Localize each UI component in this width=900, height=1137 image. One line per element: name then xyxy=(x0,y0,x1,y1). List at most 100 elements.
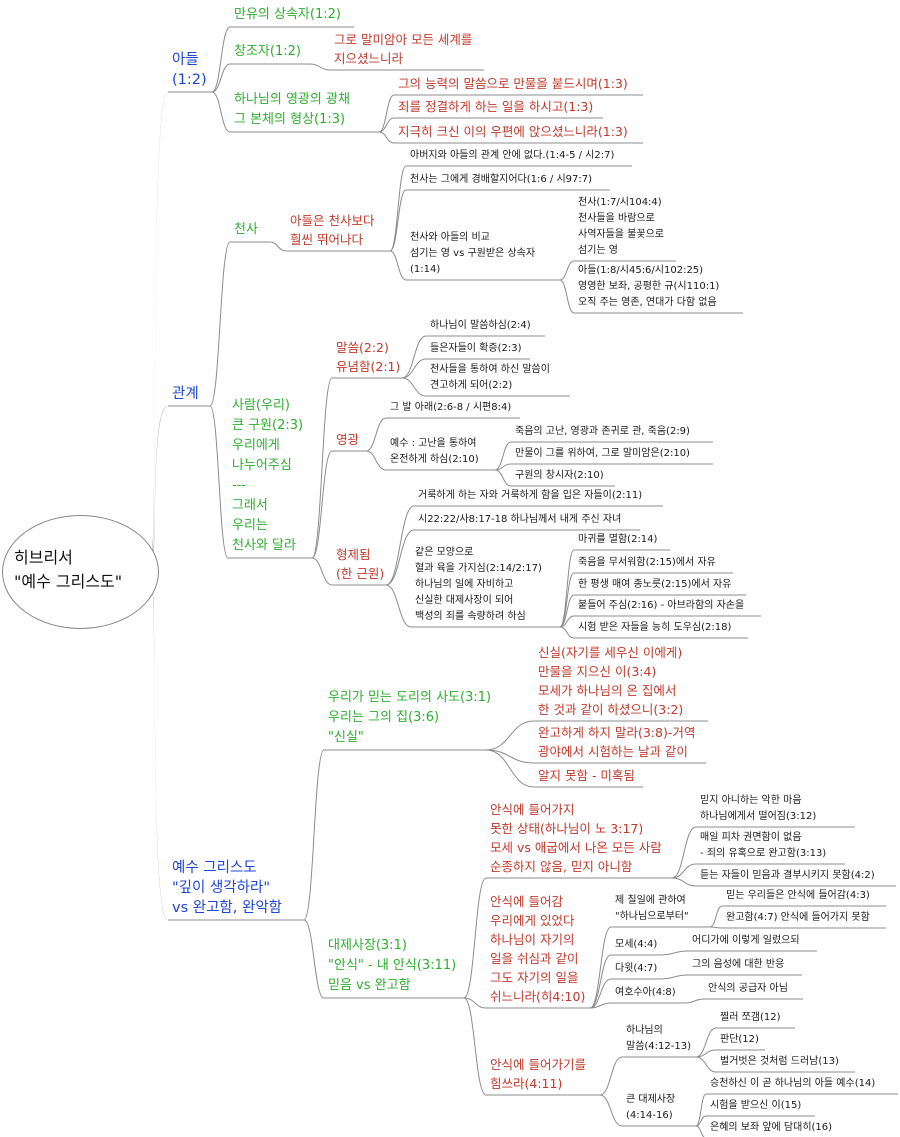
node-angel-2: 천사는 그에게 경배할지어다(1:6 / 시97:7) xyxy=(410,174,593,185)
node-angel-cmp: 천사와 아들의 비교 섬기는 영 vs 구원받은 상속자 (1:14) xyxy=(410,232,536,275)
branch-angel-2 xyxy=(389,189,407,252)
branch-rest-b4a xyxy=(684,998,705,1004)
branch-rest-a xyxy=(463,877,487,999)
node-rest-c1c: 벌거벗은 것처럼 드러남(13) xyxy=(720,1056,839,1067)
node-word-3: 천사들을 통하여 하신 말씀이 견고하게 되어(2:2) xyxy=(430,364,550,391)
node-angel-sup: 아들은 천사보다 훨씬 뛰어나다 xyxy=(290,213,375,247)
branch-word-3 xyxy=(401,377,427,397)
branch-rest-c2c xyxy=(695,1125,705,1137)
branch-bro-3 xyxy=(385,584,412,628)
branch-glory-2 xyxy=(365,450,387,471)
node-rest-a: 안식에 들어가지 못한 상태(하나님이 노 3:17) 모세 vs 애굽에서 나… xyxy=(490,802,662,874)
branch-faith-3 xyxy=(485,749,535,788)
node-rest-c: 안식에 들어가기를 힘쓰라(4:11) xyxy=(490,1057,586,1091)
branch-angel-cmp xyxy=(389,250,407,281)
root-title: 히브리서 "예수 그리스도" xyxy=(14,548,123,591)
branch-son-glory-1 xyxy=(378,94,395,133)
branch-rest-b3a xyxy=(659,974,689,980)
branch-rest-b2 xyxy=(589,954,612,1009)
branch-angel xyxy=(209,241,231,407)
node-glory-2c: 구원의 창시자(2:10) xyxy=(515,470,604,481)
branch-glory-1 xyxy=(365,417,387,452)
branch-bro-2 xyxy=(385,529,415,586)
node-faith-1: 신실(자기를 세우신 이에게) 만물을 지으신 이(3:4) 모세가 하나님의 … xyxy=(538,645,684,717)
branch-priest xyxy=(303,919,325,999)
node-priest: 대제사장(3:1) "안식" - 내 안식(3:11) 믿음 vs 완고함 xyxy=(328,938,457,993)
branch-rest-c2b xyxy=(695,1115,707,1127)
branch-bro-3d xyxy=(559,615,575,628)
branch-angel-sup xyxy=(269,241,287,252)
node-bro: 형제됨 (한 근원) xyxy=(336,547,385,581)
branch-word-2 xyxy=(401,358,427,379)
branch-glory-2c xyxy=(494,469,512,487)
node-rest-b3: 다윗(4:7) xyxy=(615,963,658,974)
branch-bro-3e xyxy=(559,626,575,639)
node-rest-c2: 큰 대제사장 (4:14-16) xyxy=(626,1094,676,1121)
node-rest-b2a: 어디가에 이렇게 일렀으되 xyxy=(692,935,800,946)
branch-rest-c1a xyxy=(695,1027,717,1058)
node-angel-cmp-a: 천사(1:7/시104:4) 천사들을 바람으로 사역자들을 불꽃으로 섬기는 … xyxy=(578,197,664,256)
node-rest-b4: 여호수아(4:8) xyxy=(615,987,676,998)
node-rest-b1a: 믿는 우리들은 안식에 들어감(4:3) xyxy=(726,890,870,901)
node-apostle: 우리가 믿는 도리의 사도(3:1) 우리는 그의 집(3:6) "신실" xyxy=(328,690,492,745)
node-rest-c1b: 판단(12) xyxy=(720,1034,759,1045)
branch-rest-b2a xyxy=(659,950,689,956)
node-rel: 관계 xyxy=(172,386,199,402)
node-bro-3: 같은 모양으로 혈과 육을 가지심(2:14/2:17) 하나님의 일에 자비하… xyxy=(415,547,542,622)
branch-rest-b4 xyxy=(589,1002,612,1009)
branch-rest-b3 xyxy=(589,978,612,1009)
node-word: 말씀(2:2) 유념함(2:1) xyxy=(336,340,401,374)
root-ellipse xyxy=(2,515,159,629)
branch-son-glory-2 xyxy=(378,117,395,133)
branch-rest-a1 xyxy=(671,826,697,879)
node-son-glory-3: 지극히 크신 이의 우편에 앉으셨느니라(1:3) xyxy=(398,124,628,139)
branch-rest-c1c xyxy=(695,1056,717,1073)
branch-bro-1 xyxy=(385,505,415,586)
node-bro-2: 시22:22/사8:17-18 하나님께서 내게 주신 자녀 xyxy=(418,514,622,525)
branch-son-glory-3 xyxy=(378,131,395,144)
branch-son-heir xyxy=(211,26,231,93)
branch-rest-c1 xyxy=(599,1056,623,1096)
node-faith-3: 알지 못함 - 미혹됨 xyxy=(538,768,635,783)
node-glory-2b: 만물이 그를 위하여, 그로 말미암은(2:10) xyxy=(515,448,690,459)
node-bro-1: 거룩하게 하는 자와 거룩하게 함을 입은 자들이(2:11) xyxy=(418,490,643,501)
node-bro-3d: 붙들어 주심(2:16) - 아브라함의 자손을 xyxy=(578,600,745,611)
node-bro-3b: 죽음을 무서워함(2:15)에서 자유 xyxy=(578,557,716,568)
branch-son-glory xyxy=(211,91,231,133)
node-rest-c2c: 은혜의 보좌 앞에 담대히(16) xyxy=(710,1122,833,1133)
node-rest-c2a: 승천하신 이 곧 하나님의 아들 예수(14) xyxy=(710,1078,876,1089)
node-son: 아들 (1:2) xyxy=(172,52,207,88)
node-bro-3c: 한 평생 매여 종노릇(2:15)에서 자유 xyxy=(578,579,732,590)
node-glory-2a: 죽음의 고난, 영광과 존귀로 관, 죽음(2:9) xyxy=(515,426,690,437)
branch-bro-3c xyxy=(559,594,575,628)
branch-word-1 xyxy=(401,335,427,379)
node-glory-2: 예수 : 고난을 통하여 온전하게 하심(2:10) xyxy=(390,438,479,465)
branch-son-creator xyxy=(211,63,231,93)
branch-angel-cmp-a xyxy=(559,260,575,281)
node-son-glory-2: 죄를 정결하게 하는 일을 하시고(1:3) xyxy=(398,99,594,114)
branch-rest-c xyxy=(463,997,487,1096)
node-jesus: 예수 그리스도 "깊이 생각하라" vs 완고함, 완악함 xyxy=(172,860,283,916)
node-angel-cmp-b: 아들(1:8/시45:6/시102:25) 영영한 보좌, 공평한 규(시110… xyxy=(578,265,720,308)
node-rest-a1: 믿지 아니하는 악한 마음 하나님에게서 떨어짐(3:12) xyxy=(700,795,817,822)
node-angel-1: 아버지와 아들의 관계 안에 없다.(1:4-5 / 시2:7) xyxy=(410,150,615,161)
node-man: 사람(우리) 큰 구원(2:3) 우리에게 나누어주심 --- 그래서 우리는 … xyxy=(232,398,304,553)
node-rest-a2: 매일 피차 권면함이 없음 - 죄의 유혹으로 완고함(3:13) xyxy=(700,832,827,859)
branch-glory xyxy=(311,450,333,559)
branch-glory-2a xyxy=(494,441,512,471)
branch-rest-b1a xyxy=(709,905,723,928)
node-rest-c1a: 찔러 쪼갬(12) xyxy=(720,1012,781,1023)
node-bro-3e: 시험 받은 자들을 능히 도우심(2:18) xyxy=(578,622,732,633)
branch-man xyxy=(209,405,229,559)
branch-angel-cmp-b xyxy=(559,279,575,314)
node-rest-c2b: 시험을 받으신 이(15) xyxy=(710,1100,802,1111)
branch-rest-a2 xyxy=(671,863,697,879)
node-glory: 영광 xyxy=(336,432,360,447)
node-rest-b1: 제 칠일에 관하여 "하나님으로부터" xyxy=(615,895,689,922)
node-rest-c1: 하나님의 말씀(4:12-13) xyxy=(626,1025,691,1052)
node-faith-2: 완고하게 하지 말라(3:8)-거역 광야에서 시험하는 날과 같이 xyxy=(538,725,696,759)
node-rest-b: 안식에 들어감 우리에게 있었다 하나님이 자기의 일을 쉬심과 같이 그도 자… xyxy=(490,894,586,1004)
node-glory-1: 그 발 아래(2:6-8 / 시편8:4) xyxy=(390,402,512,413)
branch-rest-c2 xyxy=(599,1094,623,1127)
node-rest-b4a: 안식의 공급자 아님 xyxy=(708,983,788,994)
